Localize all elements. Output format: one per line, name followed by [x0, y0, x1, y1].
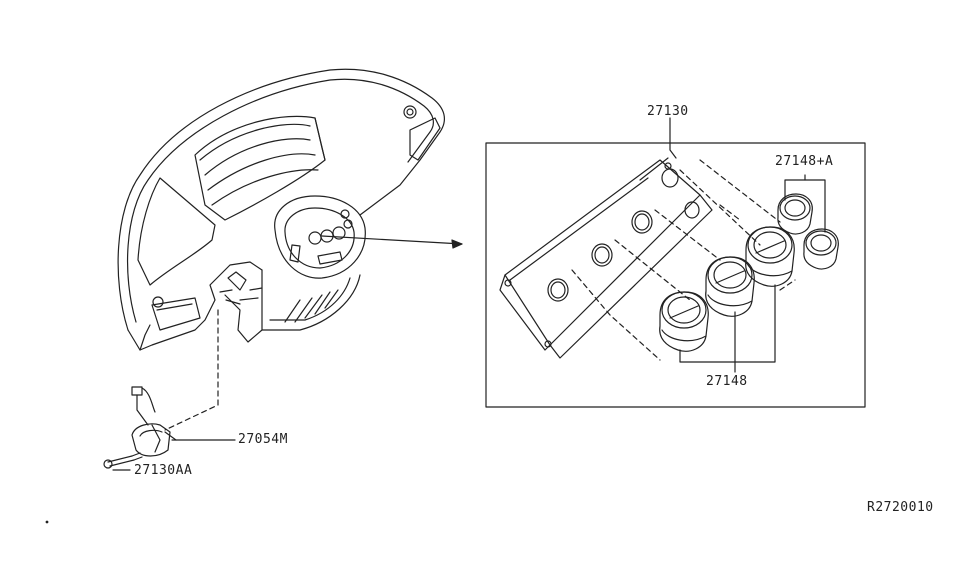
screw-drawing [103, 452, 143, 471]
knob-small-group [777, 193, 839, 270]
knob-large-group [659, 226, 795, 352]
knob-large-1 [659, 291, 709, 352]
label-screw: 27130AA [134, 463, 193, 478]
knob-small-leaders [784, 174, 826, 233]
knob-large-2 [705, 256, 755, 317]
control-assembly-frame [485, 142, 866, 408]
sensor-drawing [131, 386, 236, 457]
control-assembly-leader [669, 117, 677, 159]
knob-dashed-leaders [571, 159, 796, 361]
label-knob-large: 27148 [706, 374, 748, 389]
reference-code: R2720010 [867, 500, 934, 515]
knob-small-2 [803, 228, 839, 270]
label-control-assembly: 27130 [647, 104, 689, 119]
knob-small-1 [777, 193, 813, 235]
knob-large-3 [745, 226, 795, 287]
sensor-dashed-leader [164, 309, 219, 431]
stray-mark [45, 520, 49, 524]
label-sensor: 27054M [238, 432, 288, 447]
instrument-panel-drawing [117, 68, 446, 351]
control-panel-drawing [499, 157, 713, 359]
knob-large-leaders [679, 284, 776, 373]
label-knob-small: 27148+A [775, 154, 834, 169]
assembly-pointer-arrow [321, 235, 463, 249]
